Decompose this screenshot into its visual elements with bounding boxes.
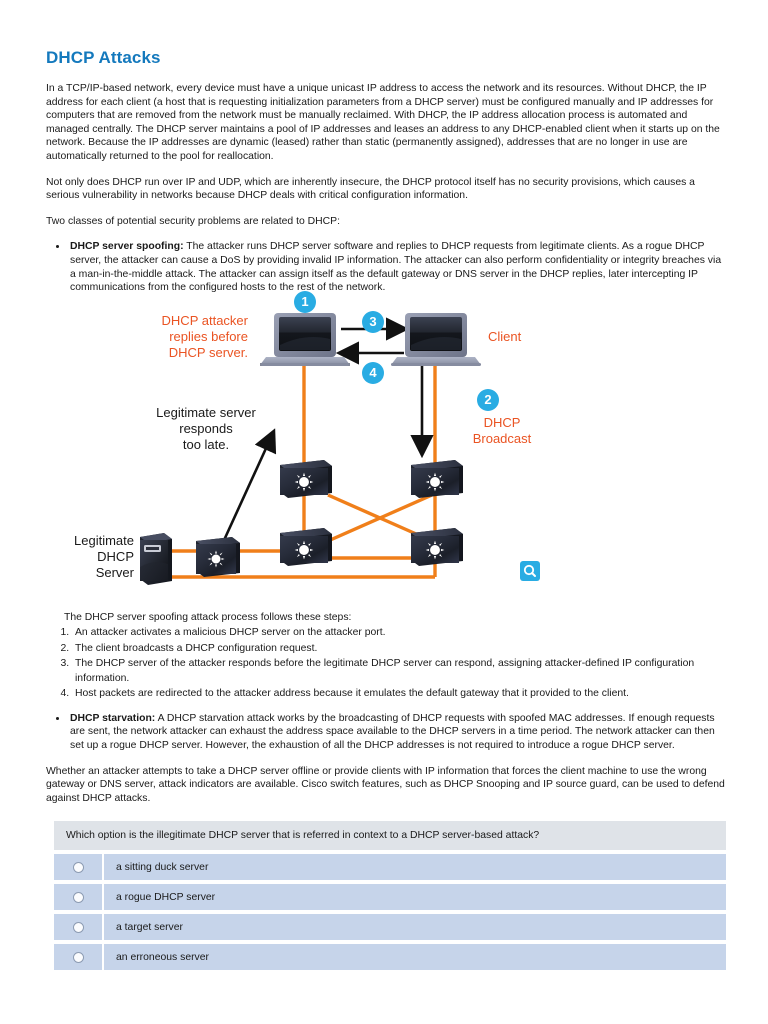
step-badge-4: 4: [362, 361, 384, 384]
insecure-paragraph: Not only does DHCP run over IP and UDP, …: [46, 176, 695, 202]
switch-icon-bottom-right: [411, 527, 463, 566]
security-problems-list: DHCP server spoofing: The attacker runs …: [46, 240, 728, 294]
quiz-option-label-1[interactable]: a sitting duck server: [104, 854, 726, 881]
attacker-label: DHCP attacker replies before DHCP server…: [98, 313, 248, 361]
search-icon: [523, 564, 536, 577]
dhcp-broadcast-label: DHCP Broadcast: [456, 415, 548, 447]
server-label-line2: DHCP: [97, 548, 134, 564]
bullet-term: DHCP starvation:: [70, 712, 156, 724]
starvation-list: DHCP starvation: A DHCP starvation attac…: [46, 712, 728, 753]
quiz-option-label-3[interactable]: a target server: [104, 914, 726, 941]
zoom-image-button[interactable]: [520, 560, 540, 581]
switch-icon-top-left: [280, 459, 332, 498]
switch-icon-top-right: [411, 459, 463, 498]
attacker-laptop-icon: [260, 312, 350, 366]
client-laptop-icon: [391, 312, 481, 366]
bullet-term: DHCP server spoofing:: [70, 241, 184, 253]
quiz-option-label-4[interactable]: an erroneous server: [104, 944, 726, 971]
attacker-label-line2: replies before: [169, 328, 248, 344]
broadcast-label-line2: Broadcast: [472, 430, 532, 446]
dhcp-server-label: Legitimate DHCP Server: [54, 533, 134, 581]
two-classes-paragraph: Two classes of potential security proble…: [46, 215, 340, 227]
quiz-question: Which option is the illegitimate DHCP se…: [54, 821, 726, 851]
quiz-option-label-2[interactable]: a rogue DHCP server: [104, 884, 726, 911]
attack-steps-list: An attacker activates a malicious DHCP s…: [46, 626, 728, 702]
broadcast-label-line1: DHCP: [483, 414, 521, 430]
step-badge-3: 3: [362, 310, 384, 333]
bullet-text: The attacker runs DHCP server software a…: [70, 241, 722, 294]
page-title: DHCP Attacks: [46, 48, 161, 67]
legit-label-line3: too late.: [182, 436, 230, 452]
step-item-4: Host packets are redirected to the attac…: [72, 687, 728, 702]
quiz-radio-cell[interactable]: [54, 884, 104, 911]
diagram-canvas: [140, 312, 481, 585]
step-item-1: An attacker activates a malicious DHCP s…: [72, 626, 728, 641]
attacker-label-line1: DHCP attacker: [161, 312, 248, 328]
radio-button-option-4[interactable]: [72, 951, 84, 963]
closing-paragraph: Whether an attacker attempts to take a D…: [46, 765, 725, 804]
quiz-radio-cell[interactable]: [54, 914, 104, 941]
server-label-line1: Legitimate: [74, 532, 134, 548]
quiz-radio-cell[interactable]: [54, 944, 104, 971]
step-badge-1: 1: [294, 290, 316, 313]
document-page: DHCP Attacks In a TCP/IP-based network, …: [0, 0, 768, 970]
steps-intro: The DHCP server spoofing attack process …: [64, 611, 352, 623]
step-item-2: The client broadcasts a DHCP configurati…: [72, 642, 728, 657]
quiz-block: Which option is the illegitimate DHCP se…: [54, 821, 726, 971]
quiz-option-row[interactable]: a rogue DHCP server: [54, 884, 726, 911]
legitimate-response-label: Legitimate server responds too late.: [132, 405, 280, 453]
list-item-dhcp-server-spoofing: DHCP server spoofing: The attacker runs …: [68, 240, 728, 294]
radio-button-option-3[interactable]: [72, 921, 84, 933]
radio-button-option-1[interactable]: [72, 861, 84, 873]
switch-icon-bottom-left: [280, 527, 332, 566]
quiz-radio-cell[interactable]: [54, 854, 104, 881]
legit-label-line1: Legitimate server: [156, 404, 256, 420]
bullet-text: A DHCP starvation attack works by the br…: [70, 712, 715, 751]
step-item-3: The DHCP server of the attacker responds…: [72, 657, 728, 686]
dhcp-server-icon: [140, 532, 172, 585]
switch-icon-edge: [196, 536, 240, 577]
intro-paragraph: In a TCP/IP-based network, every device …: [46, 83, 720, 162]
quiz-option-row[interactable]: a sitting duck server: [54, 854, 726, 881]
step-badge-2: 2: [477, 388, 499, 411]
legit-label-line2: responds: [179, 420, 233, 436]
quiz-option-row[interactable]: a target server: [54, 914, 726, 941]
radio-button-option-2[interactable]: [72, 891, 84, 903]
server-label-line3: Server: [95, 564, 134, 580]
client-label: Client: [488, 328, 522, 344]
list-item-dhcp-starvation: DHCP starvation: A DHCP starvation attac…: [68, 712, 728, 753]
quiz-option-row[interactable]: an erroneous server: [54, 944, 726, 971]
attacker-label-line3: DHCP server.: [168, 344, 248, 360]
dhcp-attack-diagram: DHCP attacker replies before DHCP server…: [60, 290, 720, 605]
